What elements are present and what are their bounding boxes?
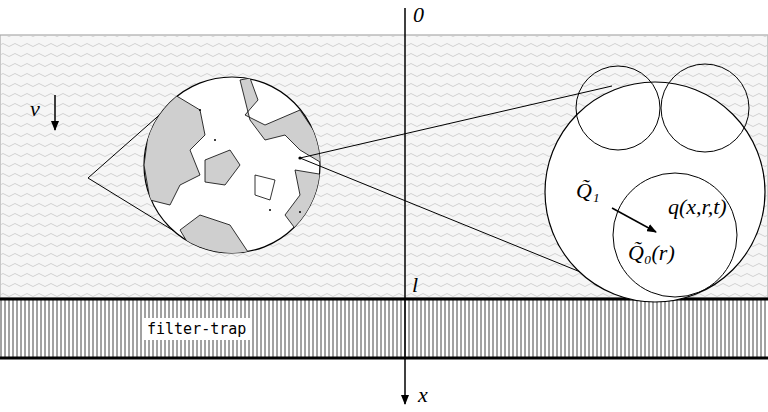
axis-label: x xyxy=(418,384,428,406)
flux-label: Q̃₁ xyxy=(576,180,600,202)
flux-label: Q̃₀(r) xyxy=(628,242,675,264)
velocity-label: v xyxy=(30,98,40,120)
filter-band: filter-trap xyxy=(0,300,768,357)
band-label: filter-trap xyxy=(142,318,251,340)
length-label: l xyxy=(412,274,418,296)
concentration-label: q(x,r,t) xyxy=(668,196,727,218)
axis-origin: 0 xyxy=(413,4,424,26)
